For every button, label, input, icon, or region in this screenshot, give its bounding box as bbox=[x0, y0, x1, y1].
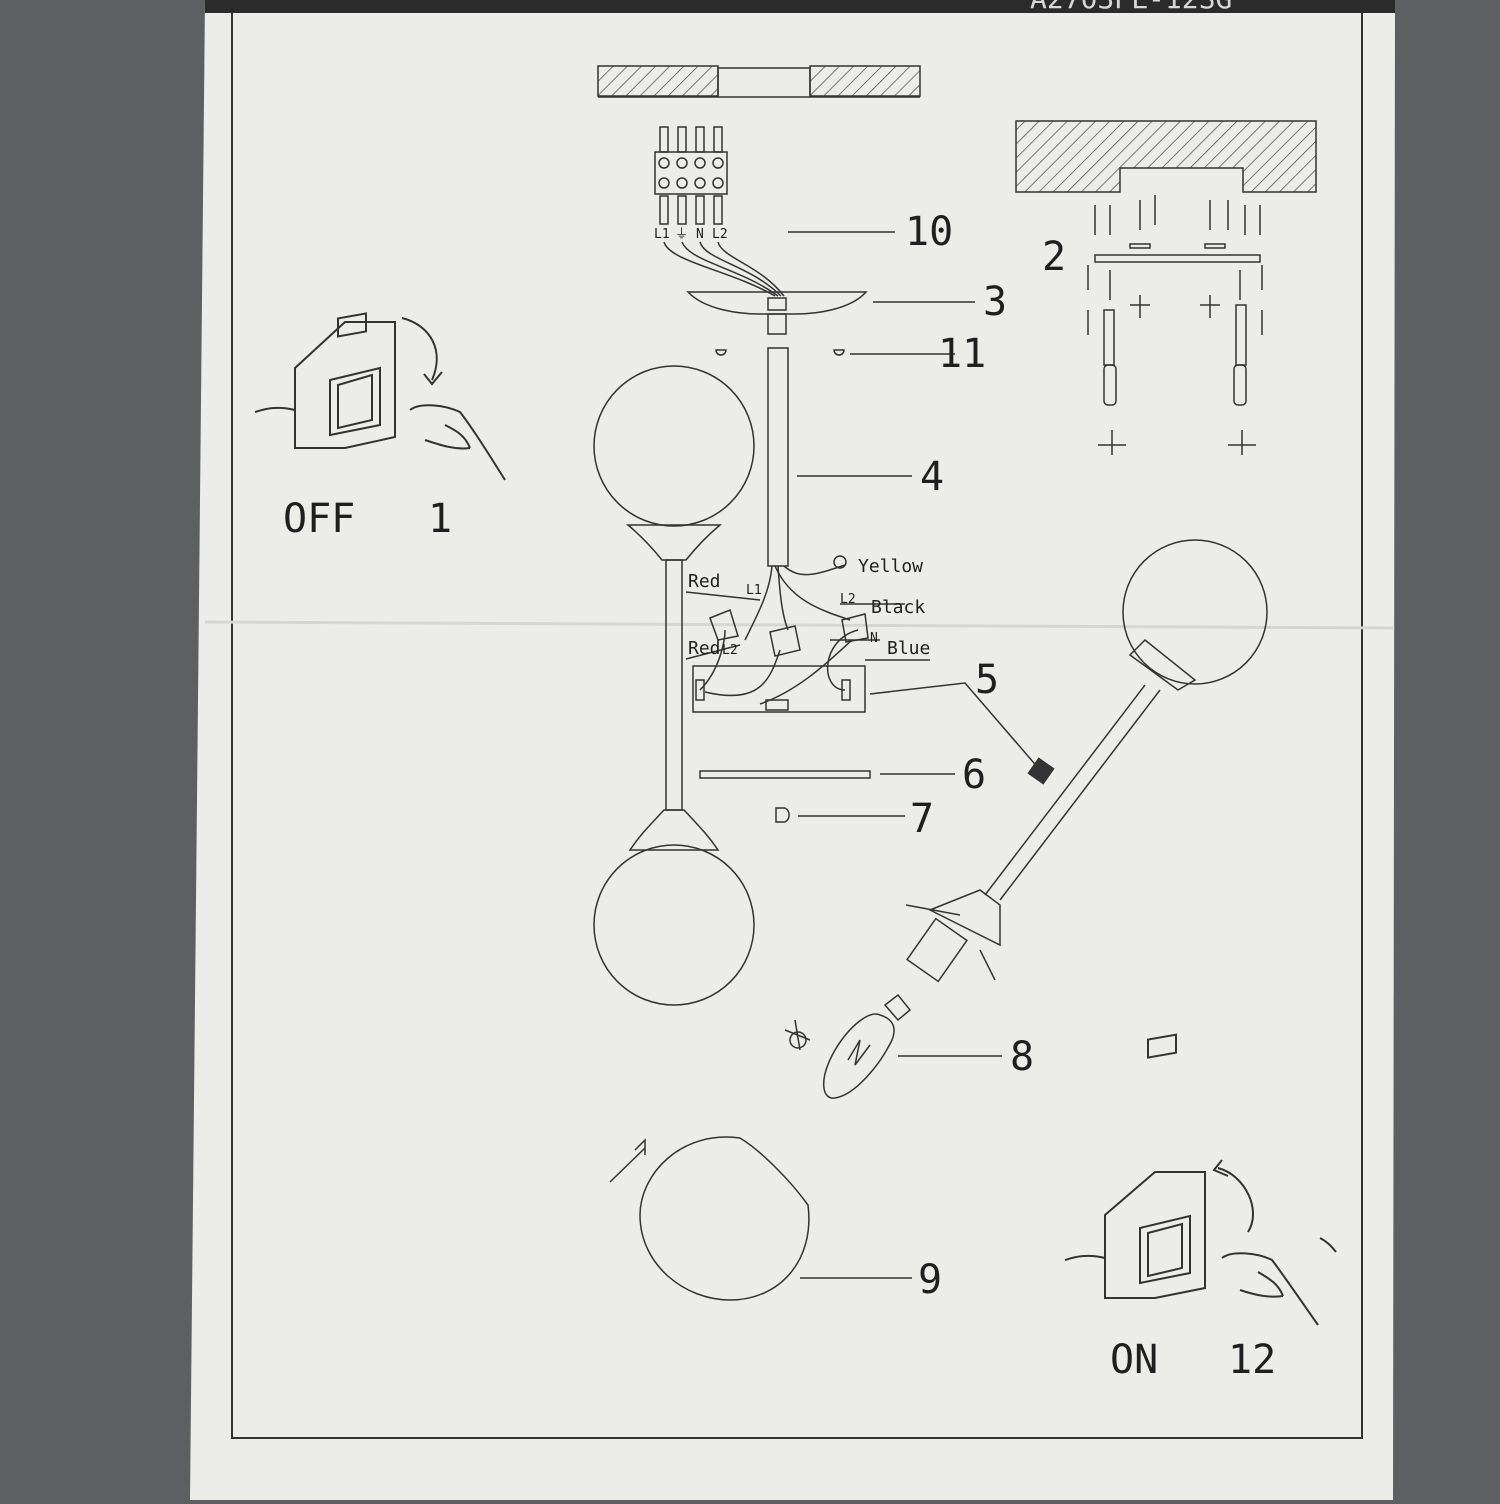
part-6-bar bbox=[699, 770, 871, 779]
terminal-label-ground: ⏚ bbox=[675, 227, 688, 242]
wall-switch-off bbox=[254, 312, 506, 481]
step-5-number: 5 bbox=[975, 657, 999, 703]
step-10-number: 10 bbox=[905, 209, 953, 255]
header-band bbox=[205, 0, 1395, 13]
wall-switch-icon bbox=[1064, 1033, 1206, 1299]
terminal-label-n: N bbox=[696, 227, 704, 242]
wire-label-yellow: Yellow bbox=[858, 556, 923, 577]
step-12-number: 12 bbox=[1228, 1337, 1276, 1383]
fixture-vertical bbox=[593, 365, 755, 1006]
step-9-number: 9 bbox=[918, 1257, 942, 1303]
globe-icon bbox=[593, 365, 755, 527]
ceiling-section bbox=[597, 65, 921, 98]
nut-left bbox=[715, 349, 727, 356]
screw-icon bbox=[1094, 195, 1261, 235]
terminal-block bbox=[654, 126, 785, 297]
wire-label-l2-bottom: L2 bbox=[722, 643, 738, 658]
wall-switch-icon bbox=[254, 312, 396, 449]
wire-label-red-top: Red bbox=[688, 571, 721, 592]
mounting-bracket bbox=[1015, 120, 1317, 455]
wire-label-l1: L1 bbox=[746, 583, 762, 598]
step-2-number: 2 bbox=[1042, 234, 1066, 280]
fold-crease bbox=[204, 620, 1394, 630]
wiring-diagram bbox=[685, 564, 930, 713]
wire-label-black: Black bbox=[871, 597, 925, 618]
off-label: OFF bbox=[283, 496, 355, 542]
fixture-diagonal bbox=[905, 539, 1268, 983]
part-7-cap bbox=[775, 807, 790, 823]
step-1-number: 1 bbox=[428, 496, 452, 542]
canopy bbox=[686, 291, 868, 335]
paper-sheet bbox=[190, 0, 1395, 1500]
globe-icon bbox=[1122, 539, 1268, 685]
step-11-number: 11 bbox=[938, 331, 986, 377]
globe-icon bbox=[639, 1136, 810, 1301]
bulb-icon bbox=[784, 993, 912, 1099]
anchor-icon bbox=[1130, 295, 1220, 318]
page-frame bbox=[231, 13, 1363, 1439]
step-3-number: 3 bbox=[983, 279, 1007, 325]
model-code: A2703PL-12SG bbox=[1030, 0, 1232, 15]
wire-label-red-bottom: Red bbox=[688, 638, 721, 659]
ground-symbol-icon bbox=[833, 555, 847, 569]
nut-right bbox=[833, 349, 845, 356]
step-4-number: 4 bbox=[920, 454, 944, 500]
globe-icon bbox=[593, 844, 755, 1006]
step-7-number: 7 bbox=[910, 796, 934, 842]
leader-5 bbox=[869, 682, 1041, 771]
on-label: ON bbox=[1110, 1337, 1158, 1383]
wire-label-l2-top: L2 bbox=[840, 592, 856, 607]
wire-label-n: N bbox=[870, 631, 878, 646]
step-6-number: 6 bbox=[962, 752, 986, 798]
step-8-number: 8 bbox=[1010, 1034, 1034, 1080]
wall-switch-on bbox=[1064, 1033, 1337, 1326]
hand-icon bbox=[1221, 1237, 1337, 1326]
hand-icon bbox=[409, 404, 506, 481]
wire-label-blue: Blue bbox=[887, 638, 930, 659]
terminal-label-l1: L1 bbox=[654, 227, 670, 242]
globe-part-9 bbox=[609, 1136, 810, 1301]
terminal-label-l2: L2 bbox=[712, 227, 728, 242]
